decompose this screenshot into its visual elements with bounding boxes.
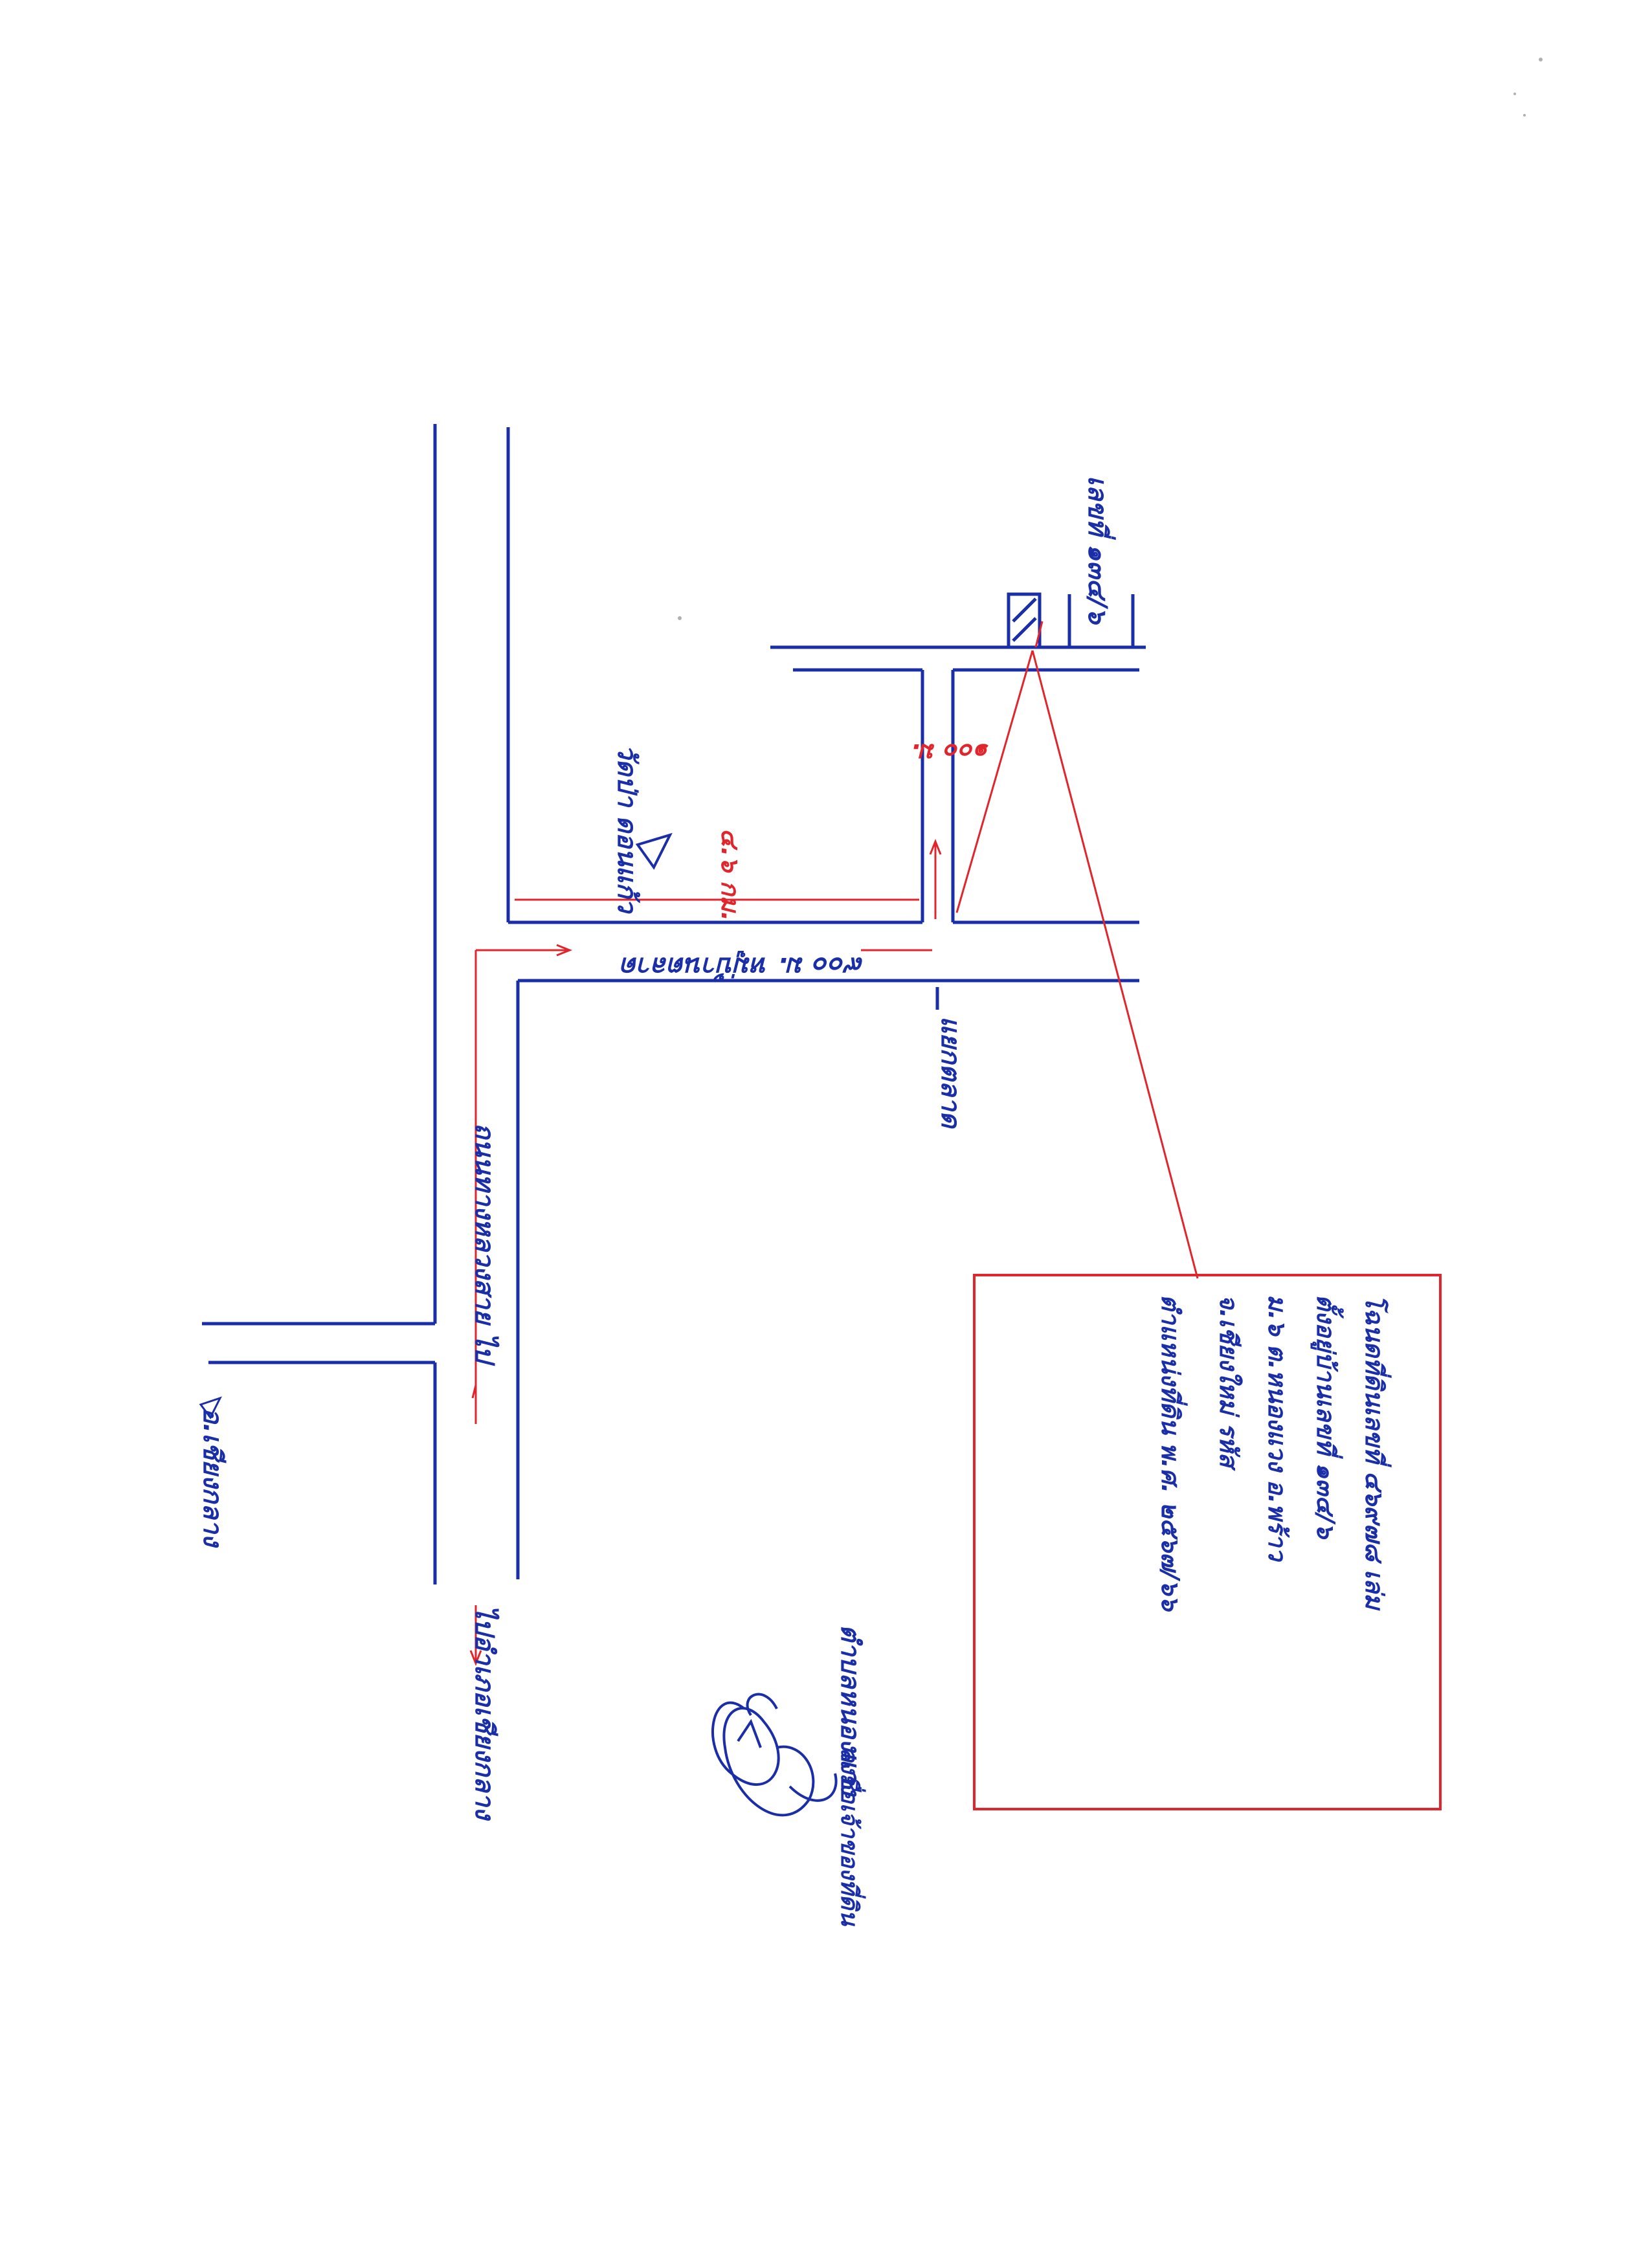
triangle-small-icon (199, 1396, 222, 1419)
info-line-3: ม.๖ ต.หนองแวง อ.พร้าว (1263, 1295, 1291, 1562)
info-box (973, 1274, 1442, 1810)
distance-house-label: ๑๐๐ ม. (911, 739, 990, 767)
road-label: ๙๐๐ ม. หมู่บ้านตลาด (621, 950, 864, 981)
info-line-2: ตั้งอยู่บ้านเลขที่ ๑๓๔/๖ (1310, 1295, 1344, 1540)
scan-specks (678, 58, 1543, 620)
junction-top-label: วัดป่า ดอนแก้ว (612, 744, 642, 915)
to-city-label: ไปอำเภอเชียงกลาง (469, 1605, 500, 1821)
info-line-5: ตำแหน่งที่ดิน พ.ศ. ๒๕๖๗/๖๖ (1156, 1295, 1188, 1612)
signature (711, 1693, 838, 1817)
route-lines (469, 621, 1199, 1667)
branch-road (508, 645, 1146, 1010)
lamp-text-label: ตำบลหนองแวง (835, 1625, 865, 1797)
north-note-label: อ.เชียงกลาง (197, 1408, 227, 1548)
main-road-label: ถนนทางหลวงสาย ไป (469, 1123, 500, 1366)
main-road (202, 424, 520, 1584)
distance-small-label: ๔.๖ กม. (716, 828, 744, 921)
triangle-icon (635, 832, 673, 870)
house-marker (1007, 592, 1135, 649)
info-line-1: โฉนดที่ดินเลขที่ ๔๖๙๗๘ เล่ม (1360, 1295, 1392, 1611)
info-line-4: จ.เชียงใหม่ รหัส (1214, 1295, 1243, 1471)
junction-bottom-label: แยกตลาด (935, 1016, 965, 1129)
house-number-label: เลขที่ ๑๓๔/๖ (1082, 476, 1116, 625)
signature-caption: ลงชื่อเจ้าของที่ดิน (836, 1748, 866, 1926)
